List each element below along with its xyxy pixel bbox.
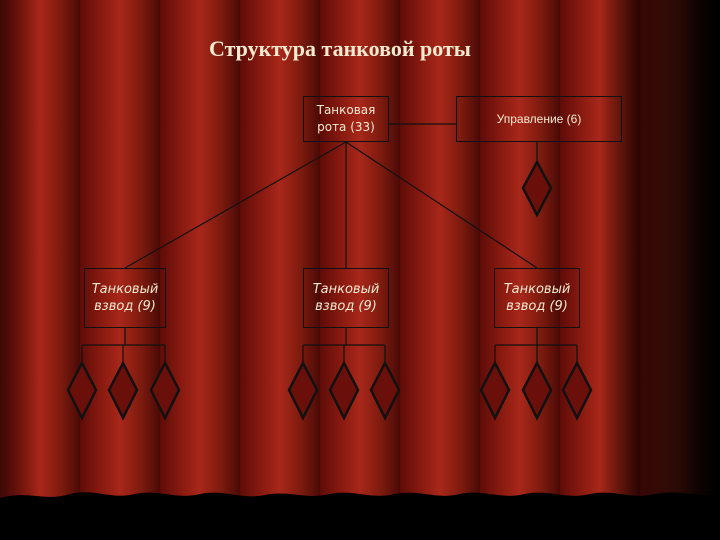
tank-diamond-icon [521, 159, 553, 218]
tank-diamond-icon [328, 360, 360, 421]
node-tank-platoon-3: Танковый взвод (9) [494, 268, 580, 328]
tank-diamond-icon [521, 360, 553, 421]
tank-diamond-icon [149, 360, 181, 421]
tank-diamond-icon [66, 360, 98, 421]
slide-title: Структура танковой роты [209, 36, 471, 61]
connector-company-platoon-3 [345, 141, 538, 269]
tank-diamond-icon [107, 360, 139, 421]
tank-diamond-icon [287, 360, 319, 421]
node-tank-platoon-2: Танковый взвод (9) [303, 268, 389, 328]
node-tank-platoon-1: Танковый взвод (9) [84, 268, 166, 328]
connector-company-platoon-1 [124, 141, 347, 269]
node-tank-company: Танковая рота (33) [303, 96, 389, 142]
tank-diamond-icon [479, 360, 511, 421]
tank-icons [66, 159, 593, 421]
tank-diamond-icon [561, 360, 593, 421]
node-management: Управление (6) [456, 96, 622, 142]
tank-diamond-icon [369, 360, 401, 421]
stage-floor-silhouette [0, 492, 720, 540]
